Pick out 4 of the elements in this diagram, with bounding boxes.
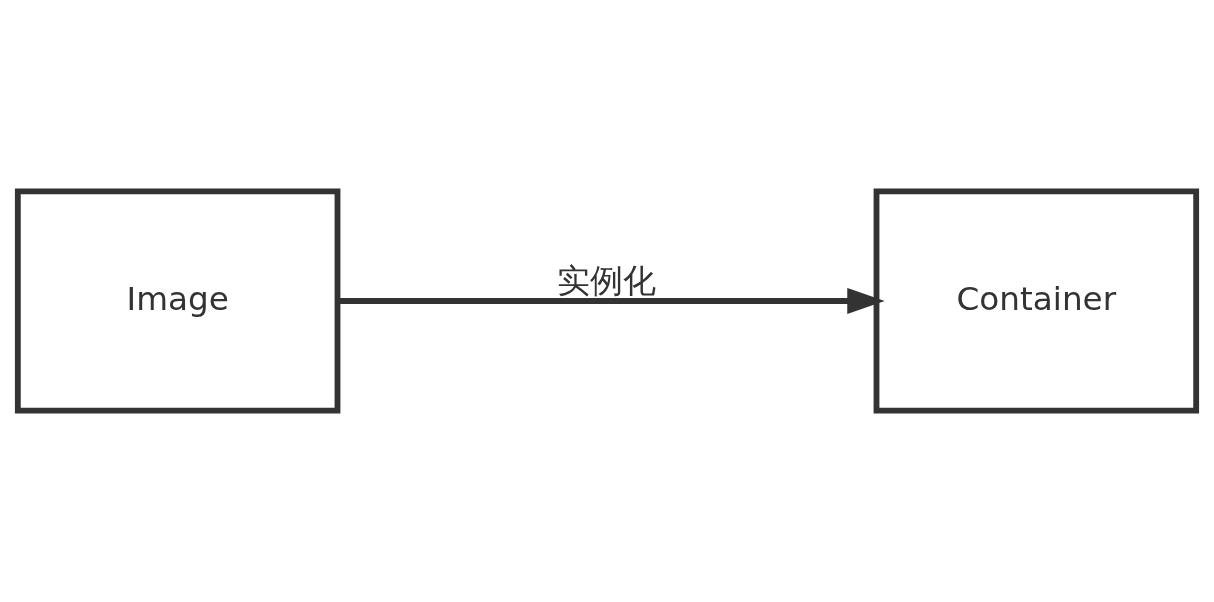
- node-box: Image: [14, 188, 341, 414]
- edge-label: 实例化: [557, 262, 657, 301]
- node-box: Container: [873, 188, 1200, 414]
- arrow: [337, 287, 885, 315]
